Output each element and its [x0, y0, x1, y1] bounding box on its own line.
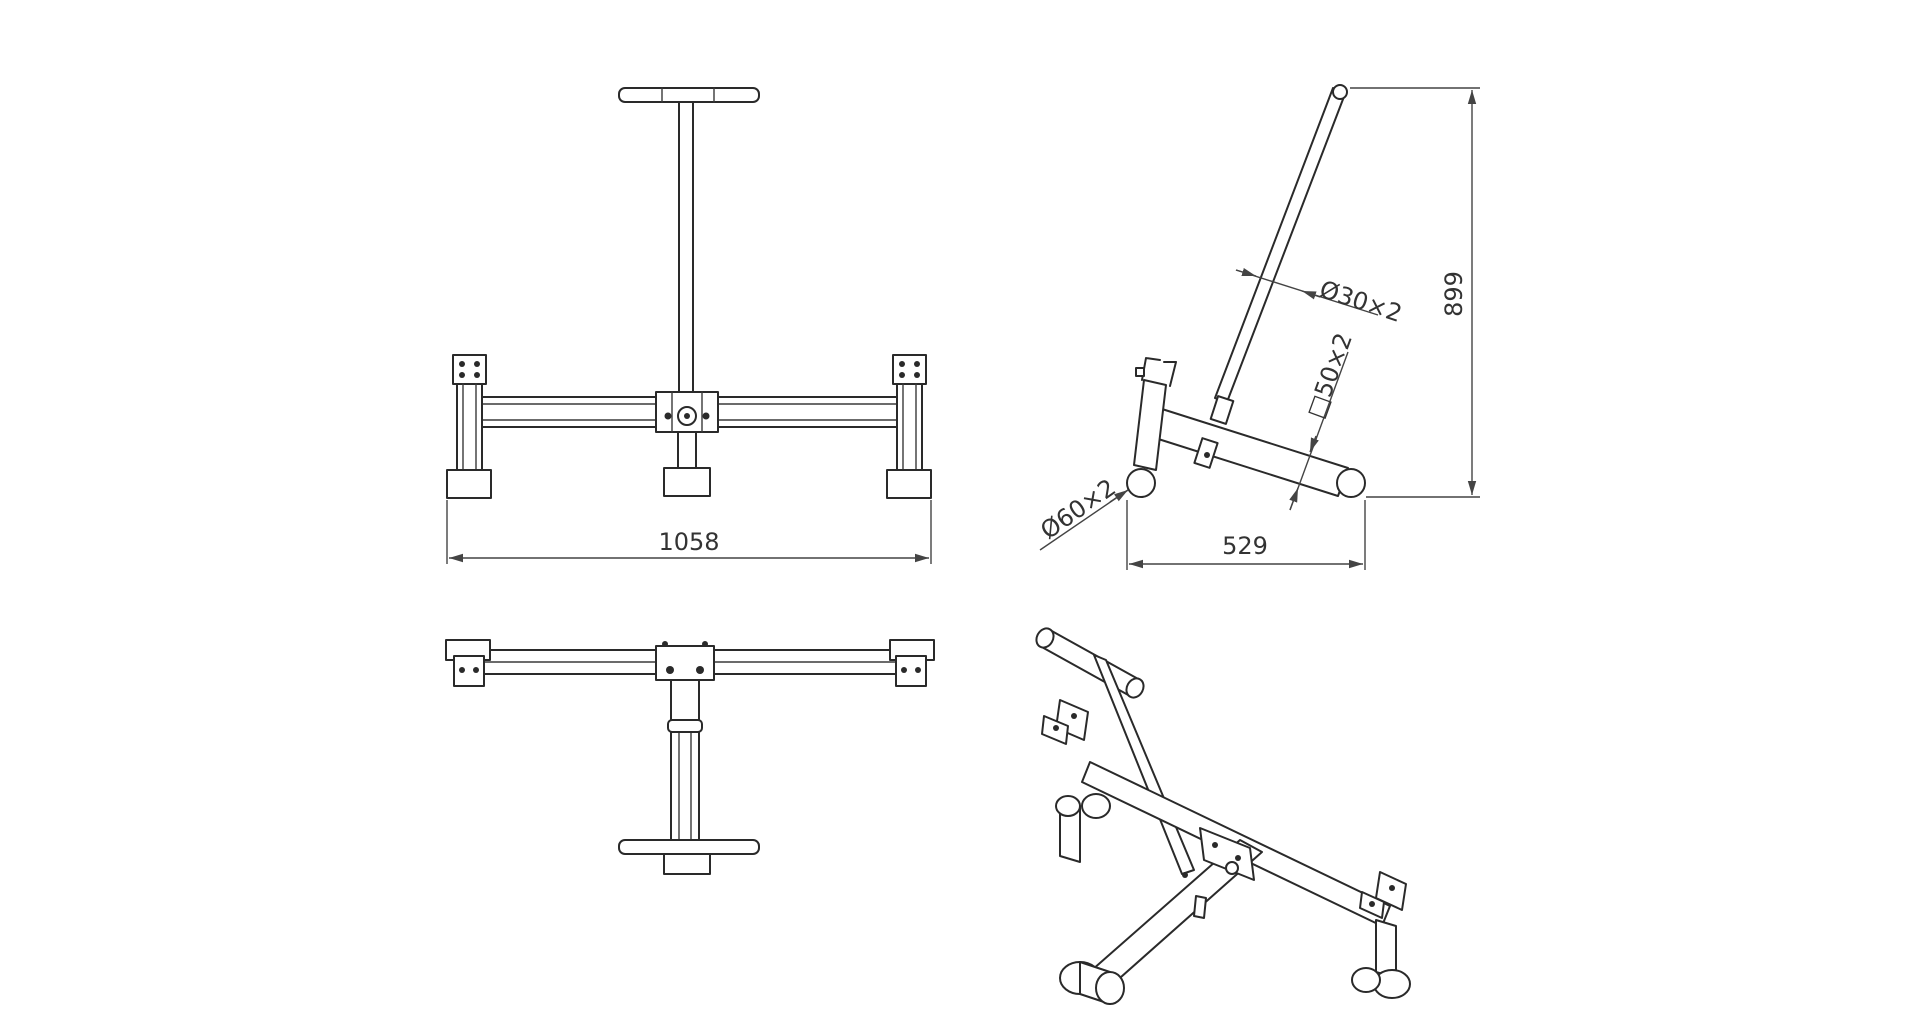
top-longitudinal-tube: [670, 679, 700, 849]
front-right-post: [896, 383, 923, 473]
depth-dimension-label: 529: [1222, 532, 1268, 560]
top-handle-clamp: [667, 719, 703, 733]
side-view: Ø30×2 □50×2 Ø60×2 529 899: [1035, 84, 1480, 570]
frame-tube-label: □50×2: [1301, 329, 1358, 422]
roller-dia-label: Ø60×2: [1035, 473, 1121, 545]
front-right-bracket: [892, 354, 927, 385]
top-view: [445, 639, 935, 875]
top-rear-foot: [663, 853, 711, 875]
side-front-upright: [1133, 379, 1167, 471]
isometric-view: [1035, 627, 1411, 1005]
top-center-clamp: [655, 645, 715, 681]
front-center-post: [677, 431, 697, 473]
iso-left-roller: [1081, 793, 1111, 819]
frame-tube-leader: [1289, 351, 1349, 511]
front-handle-grip: [618, 87, 760, 103]
top-left-bracket: [453, 655, 485, 687]
handle-dia-label: Ø30×2: [1316, 275, 1405, 328]
side-handle-clamp: [1209, 395, 1235, 425]
top-right-bracket: [895, 655, 927, 687]
side-rear-roller: [1336, 468, 1366, 498]
iso-right-bracket: [1375, 871, 1407, 911]
front-view: 1058: [446, 87, 932, 564]
width-dimension-label: 1058: [658, 528, 719, 556]
front-right-foot: [886, 469, 932, 499]
side-top-bolt: [1135, 367, 1145, 377]
iso-handle-grip: [1039, 629, 1141, 697]
front-handle-tube: [678, 101, 694, 403]
top-handle-grip: [618, 839, 760, 855]
front-left-bracket: [452, 354, 487, 385]
front-left-post: [456, 383, 483, 473]
side-frame-tube: [1151, 408, 1349, 497]
front-left-foot: [446, 469, 492, 499]
height-dimension-label: 899: [1440, 271, 1468, 317]
side-front-roller: [1126, 468, 1156, 498]
iso-center-foot: [1193, 895, 1207, 919]
side-handle-end: [1332, 84, 1348, 100]
front-center-foot: [663, 467, 711, 497]
iso-center-clamp: [1199, 827, 1255, 881]
